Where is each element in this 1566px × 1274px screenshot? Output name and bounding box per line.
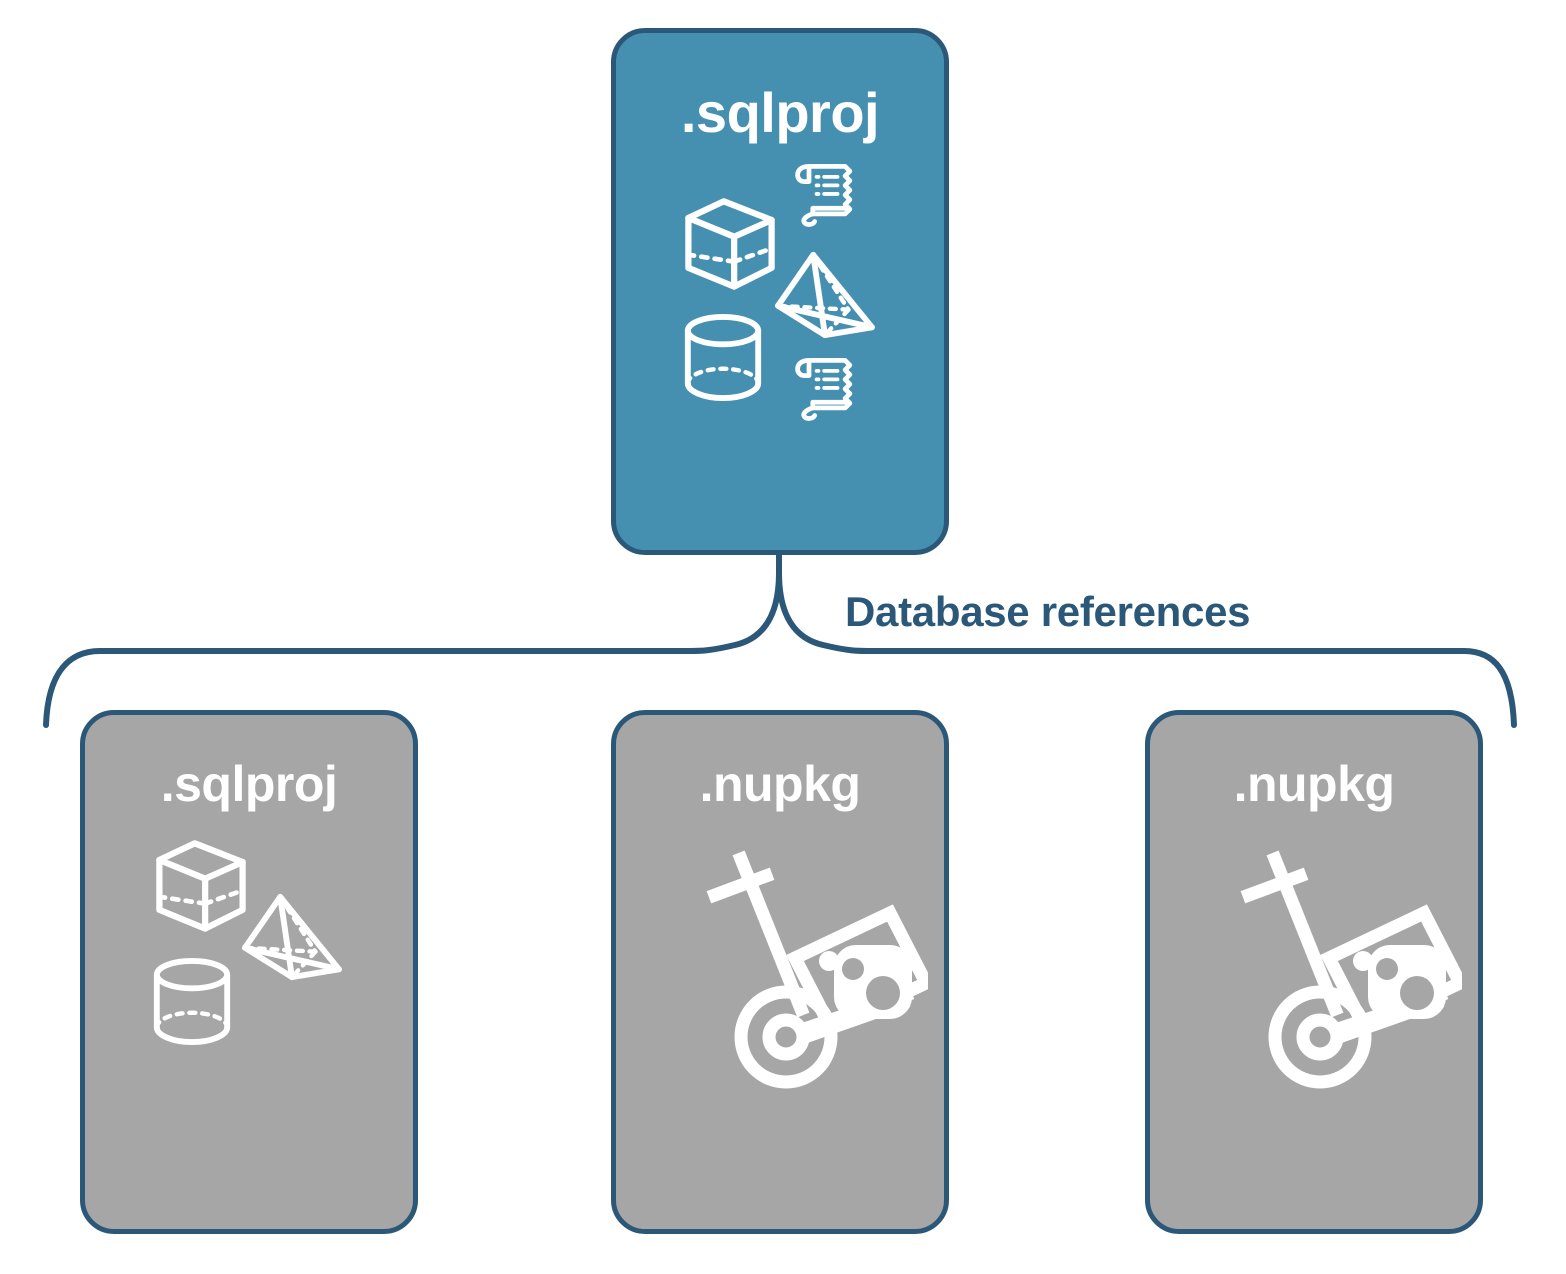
node-reference-2-icon-group bbox=[670, 835, 928, 1089]
cube-icon bbox=[685, 198, 775, 290]
node-reference-1-label: .sqlproj bbox=[160, 756, 338, 812]
hand-truck-package-icon bbox=[706, 850, 928, 1089]
node-reference-2-label: .nupkg bbox=[699, 756, 861, 812]
node-reference-sqlproj[interactable]: .sqlproj bbox=[80, 710, 418, 1234]
node-reference-nupkg-2[interactable]: .nupkg bbox=[1145, 710, 1483, 1234]
node-root-sqlproj[interactable]: .sqlproj bbox=[611, 28, 949, 555]
hand-truck-package-icon bbox=[1240, 850, 1462, 1089]
cylinder-icon bbox=[153, 958, 231, 1045]
cylinder-icon bbox=[684, 314, 762, 401]
brace-label-database-references: Database references bbox=[845, 588, 1251, 635]
scroll-icon bbox=[795, 164, 853, 227]
scroll-icon bbox=[795, 358, 853, 421]
node-root-icon-group bbox=[680, 163, 880, 423]
cube-icon bbox=[156, 840, 246, 932]
node-reference-1-icon-group bbox=[139, 835, 359, 1085]
node-reference-3-label: .nupkg bbox=[1233, 756, 1395, 812]
node-reference-3-icon-group bbox=[1204, 835, 1462, 1089]
pyramid-icon bbox=[242, 893, 342, 981]
pyramid-icon bbox=[775, 251, 875, 339]
node-root-label: .sqlproj bbox=[680, 81, 880, 144]
node-reference-nupkg-1[interactable]: .nupkg bbox=[611, 710, 949, 1234]
